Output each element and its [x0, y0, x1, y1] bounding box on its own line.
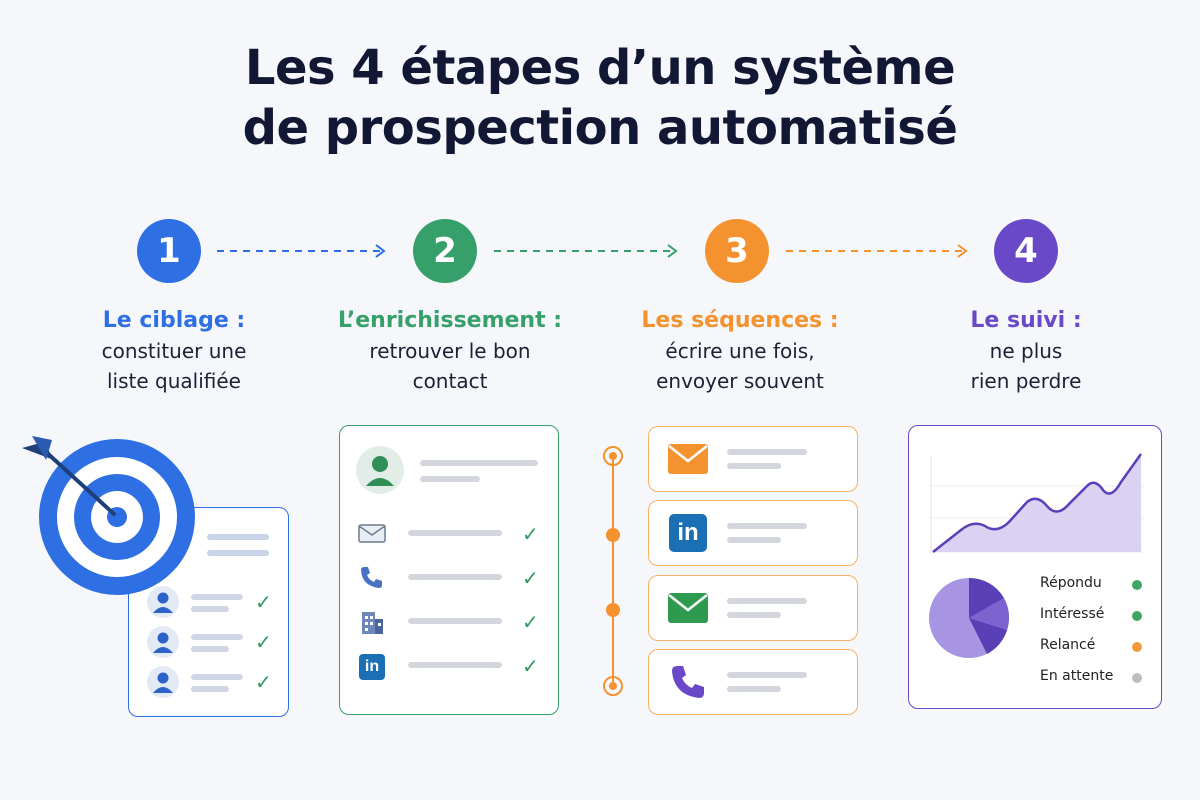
- list-item: ✓: [147, 586, 277, 620]
- sequence-step-line: [727, 523, 807, 529]
- building-icon: [362, 612, 383, 634]
- sequence-timeline: [603, 446, 623, 696]
- list-item-line: [191, 686, 229, 692]
- step-4-number: 4: [994, 219, 1058, 283]
- contact-detail-line: [420, 476, 480, 482]
- step-2-number: 2: [413, 219, 477, 283]
- step-1-desc-line-1: constituer une: [101, 339, 247, 363]
- step-4-desc-line-2: rien perdre: [970, 369, 1082, 393]
- legend-dot: [1132, 642, 1142, 652]
- step-2-heading: L’enrichissement :: [337, 308, 563, 333]
- list-item-line: [191, 594, 243, 600]
- check-icon: ✓: [522, 522, 539, 546]
- list-item: ✓: [147, 626, 277, 660]
- contact-name-line: [420, 460, 538, 466]
- contact-row-company: ✓: [356, 610, 546, 636]
- step-2-desc-line-2: contact: [412, 369, 488, 393]
- check-icon: ✓: [522, 566, 539, 590]
- check-icon: ✓: [255, 590, 272, 614]
- sequence-step-line: [727, 612, 781, 618]
- step-3-desc-line-1: écrire une fois,: [665, 339, 815, 363]
- list-item-line: [191, 646, 229, 652]
- step-3-number: 3: [705, 219, 769, 283]
- list-item: ✓: [147, 666, 277, 700]
- mail-icon: [668, 444, 708, 474]
- contact-row-linkedin: in ✓: [356, 654, 546, 680]
- sequence-step-linkedin: in: [648, 500, 858, 566]
- user-avatar-icon: [356, 446, 404, 494]
- target-icon: [22, 436, 195, 595]
- legend-label: Intéressé: [1040, 606, 1105, 622]
- page-title: Les 4 étapes d’un système de prospection…: [0, 38, 1200, 158]
- mail-icon: [358, 524, 386, 543]
- connector-3-4: [786, 244, 968, 258]
- title-line-2: de prospection automatisé: [242, 100, 958, 156]
- step-1-heading: Le ciblage :: [102, 308, 246, 333]
- phone-icon: [672, 666, 704, 698]
- sequence-step-phone: [648, 649, 858, 715]
- user-avatar-icon: [147, 626, 179, 658]
- step-1-text: Le ciblage : constituer une liste qualif…: [44, 306, 304, 396]
- step-4-heading: Le suivi :: [970, 308, 1082, 333]
- tracking-dashboard: [908, 425, 1162, 709]
- contact-card: ✓ ✓ ✓ in ✓: [339, 425, 559, 715]
- check-icon: ✓: [522, 654, 539, 678]
- mail-icon: [668, 593, 708, 623]
- user-avatar-icon: [147, 586, 179, 618]
- legend-label: Relancé: [1040, 637, 1096, 653]
- sequence-step-line: [727, 463, 781, 469]
- user-avatar-icon: [147, 666, 179, 698]
- connector-1-2: [217, 244, 386, 258]
- contact-row-line: [408, 618, 502, 624]
- phone-icon: [361, 567, 382, 588]
- contact-row-line: [408, 662, 502, 668]
- check-icon: ✓: [522, 610, 539, 634]
- step-1-number: 1: [137, 219, 201, 283]
- step-3-text: Les séquences : écrire une fois, envoyer…: [610, 306, 870, 396]
- step-3-heading: Les séquences :: [641, 308, 839, 333]
- list-header-line: [207, 550, 269, 556]
- legend-item-relance: Relancé: [1040, 637, 1150, 657]
- list-item-line: [191, 674, 243, 680]
- check-icon: ✓: [255, 670, 272, 694]
- sequence-step-line: [727, 598, 807, 604]
- sequence-step-line: [727, 672, 807, 678]
- legend-label: Répondu: [1040, 575, 1102, 591]
- legend-item-interesse: Intéressé: [1040, 606, 1150, 626]
- step-2-desc-line-1: retrouver le bon: [369, 339, 531, 363]
- contact-row-phone: ✓: [356, 566, 546, 590]
- legend-dot: [1132, 611, 1142, 621]
- connector-2-3: [494, 244, 678, 258]
- title-line-1: Les 4 étapes d’un système: [244, 40, 956, 96]
- step-4-desc-line-1: ne plus: [989, 339, 1063, 363]
- legend-dot: [1132, 580, 1142, 590]
- legend-item-en-attente: En attente: [1040, 668, 1150, 688]
- step-2-text: L’enrichissement : retrouver le bon cont…: [320, 306, 580, 396]
- legend-dot: [1132, 673, 1142, 683]
- linkedin-icon: in: [669, 514, 707, 552]
- linkedin-icon: in: [359, 654, 385, 680]
- contact-row-line: [408, 530, 502, 536]
- dart-icon: [22, 436, 116, 516]
- sequence-step-line: [727, 537, 781, 543]
- step-1-desc-line-2: liste qualifiée: [107, 369, 241, 393]
- legend-label: En attente: [1040, 668, 1114, 684]
- step-4-text: Le suivi : ne plus rien perdre: [896, 306, 1156, 396]
- list-item-line: [191, 606, 229, 612]
- contact-row-line: [408, 574, 502, 580]
- list-item-line: [191, 634, 243, 640]
- sequence-step-email: [648, 426, 858, 492]
- contact-row-email: ✓: [356, 522, 546, 546]
- step-3-desc-line-2: envoyer souvent: [656, 369, 824, 393]
- list-header-line: [207, 534, 269, 540]
- pie-chart-icon: [929, 577, 1010, 658]
- sequence-step-line: [727, 686, 781, 692]
- sequence-step-email-followup: [648, 575, 858, 641]
- sequence-step-line: [727, 449, 807, 455]
- check-icon: ✓: [255, 630, 272, 654]
- line-chart-icon: [930, 453, 1145, 554]
- legend-item-repondu: Répondu: [1040, 575, 1150, 595]
